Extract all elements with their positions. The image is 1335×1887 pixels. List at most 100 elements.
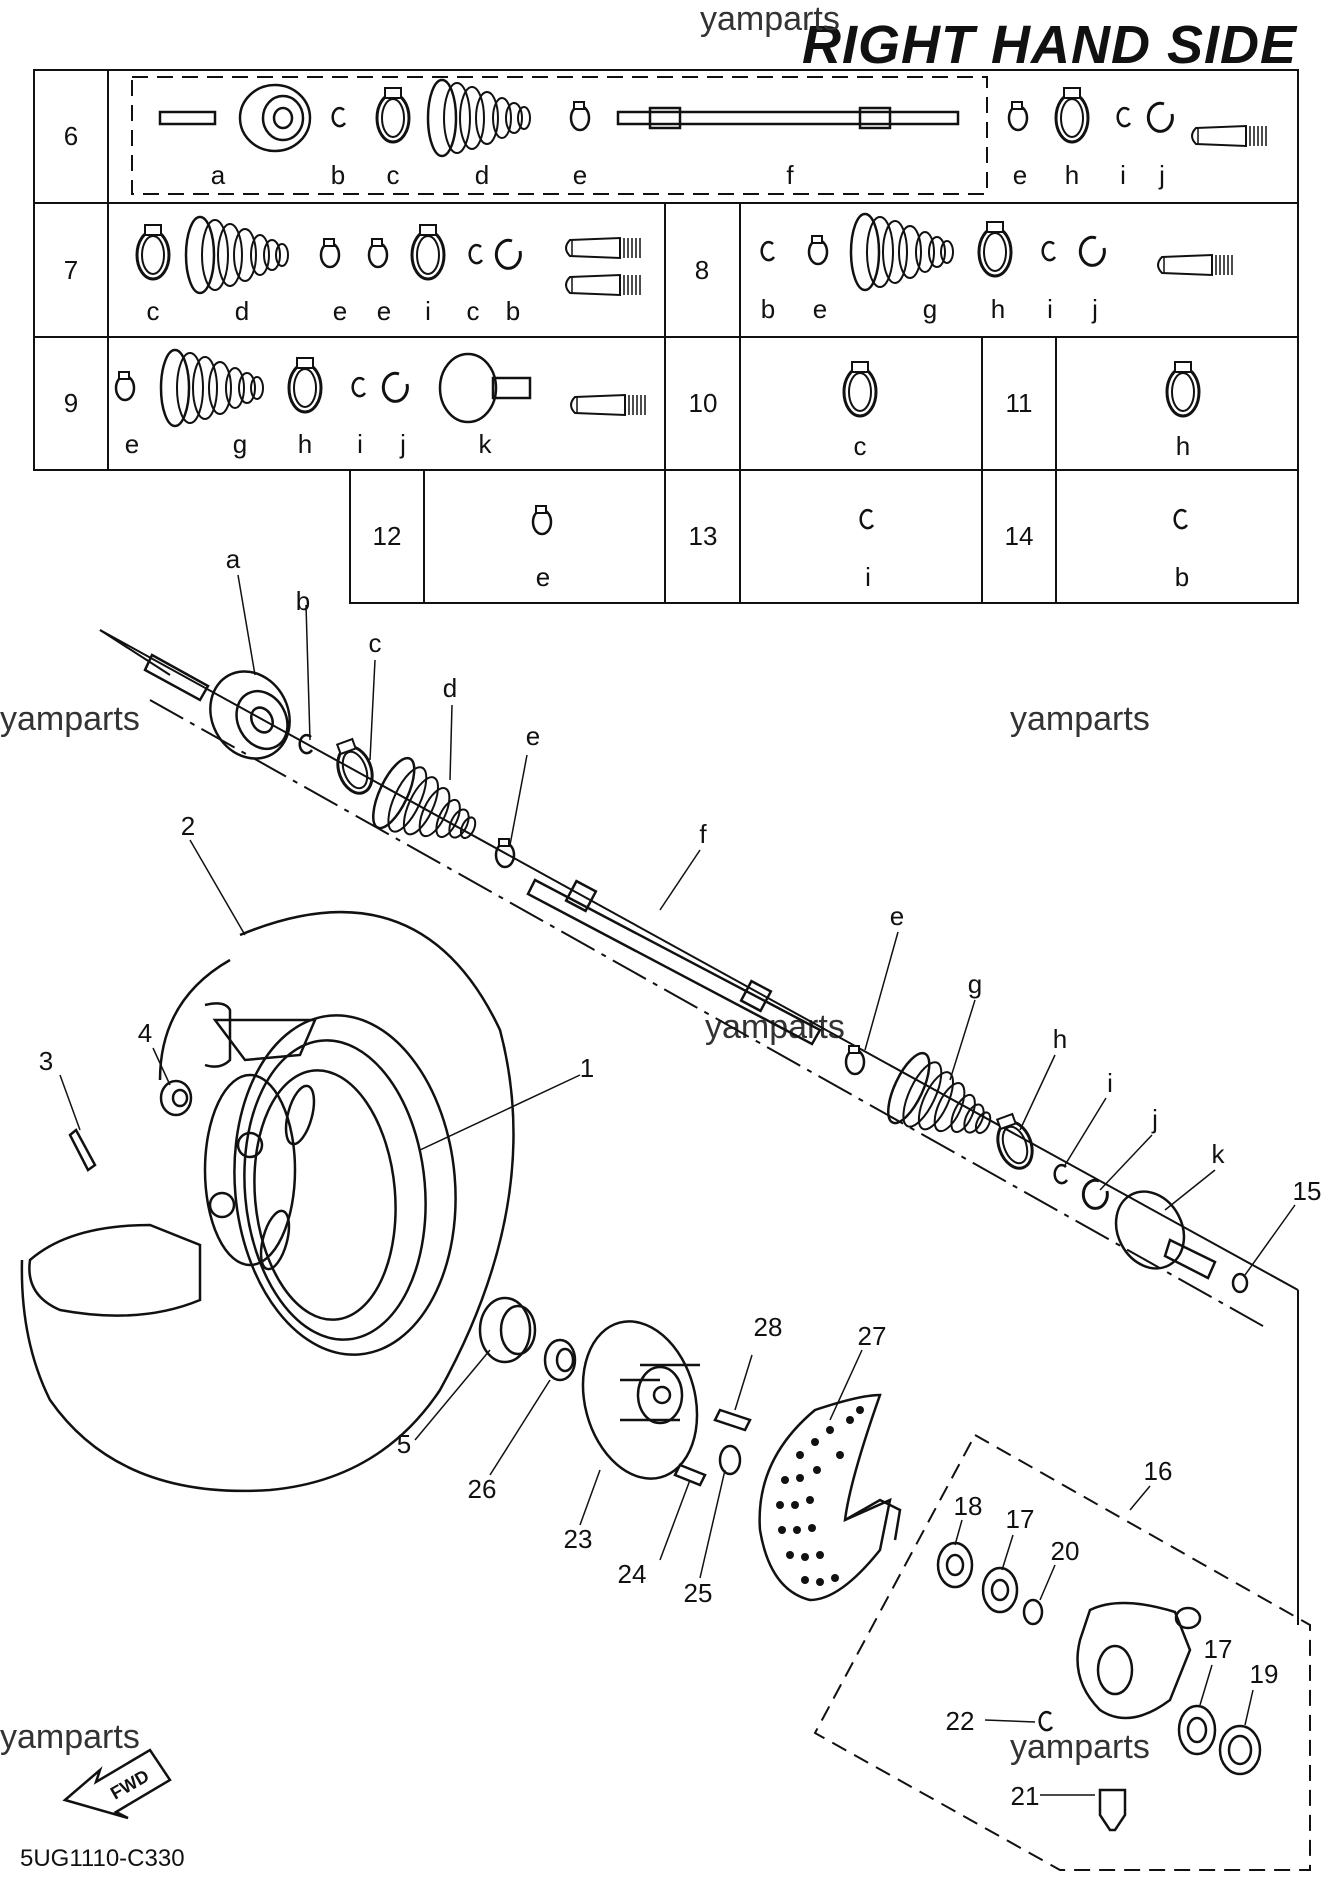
watermark: yamparts [0,1718,140,1756]
callout-number: 26 [468,1474,497,1504]
callout-number: 16 [1144,1456,1173,1486]
kit-8-letters: b e g h i j [761,294,1098,324]
kit-letter: i [1120,160,1126,190]
callout-number: 24 [618,1559,647,1589]
watermark: yamparts [700,0,840,38]
kit-8-parts [760,212,1233,292]
knuckle-assembly [813,1433,1311,1871]
callout-letter: f [699,819,707,849]
kit-letter: c [854,431,867,461]
kit-number: 9 [64,388,78,418]
kit-9-letters: e g h i j k [125,429,493,459]
callout-letter: h [1053,1024,1067,1054]
callout-number: 25 [684,1578,713,1608]
drive-shaft [526,878,1249,1294]
kit-letter: d [475,160,489,190]
callout-letter: b [296,586,310,616]
kit-letter: e [125,429,139,459]
kit-letter: e [813,294,827,324]
kit-letter: e [377,296,391,326]
kit-6-letters: a b c d e f e h i j [211,160,1165,190]
kit-letter: b [761,294,775,324]
callout-number: 3 [39,1046,53,1076]
kit-letter: e [1013,160,1027,190]
callout-letter: k [1212,1139,1226,1169]
kit-number: 10 [689,388,718,418]
watermark: yamparts [1010,1728,1150,1766]
watermark: yamparts [0,700,140,738]
callout-number: 27 [858,1321,887,1351]
page-title: RIGHT HAND SIDE [801,15,1297,75]
kit-letter: a [211,160,226,190]
kit-letter: h [1176,431,1190,461]
callout-letter: e [526,721,540,751]
watermark: yamparts [1010,700,1150,738]
kit-letter: j [1091,294,1098,324]
kit-6-parts [158,78,1268,158]
kit-letter: g [923,294,937,324]
callout-letter: i [1107,1068,1113,1098]
kit-number: 6 [64,121,78,151]
kit-number: 11 [1006,388,1033,418]
callout-number: 2 [181,811,195,841]
callout-number: 21 [1011,1781,1040,1811]
outer-cv-joint [143,653,516,869]
kit-number: 8 [695,255,709,285]
kit-letter: e [333,296,347,326]
callout-letter: d [443,673,457,703]
brake-disc [758,1393,902,1602]
callout-number: 17 [1204,1634,1233,1664]
callout-number: 23 [564,1524,593,1554]
kit-letter: g [233,429,247,459]
callout-number: 20 [1051,1536,1080,1566]
kit-letter: h [298,429,312,459]
callout-letter: e [890,901,904,931]
callout-number: 17 [1006,1504,1035,1534]
kit-letter: i [425,296,431,326]
figure-code: 5UG1110-C330 [20,1845,185,1872]
callout-letter: a [226,544,241,574]
wheel-assembly [20,910,515,1493]
kit-letter: c [467,296,480,326]
kit-letter: h [991,294,1005,324]
kit-letter: j [399,429,406,459]
kit-letter: b [331,160,345,190]
callout-letter: g [968,969,982,999]
kit-letter: h [1065,160,1079,190]
kit-letter: k [479,429,493,459]
kit-letter: j [1158,160,1165,190]
kit-letter: i [1047,294,1053,324]
kit-letter: c [387,160,400,190]
callout-number: 22 [946,1706,975,1736]
fwd-arrow-icon: FWD [62,1748,172,1820]
kit-number: 12 [373,521,402,551]
shaft-bracket [99,629,1299,1625]
kit-letter: e [573,160,587,190]
callout-number: 4 [138,1018,152,1048]
shaft-callout-letters: a b c d e f e g h i j k [226,544,1226,1169]
part-number-callouts: 1 2 3 4 5 15 16 17 17 18 19 20 21 22 23 … [39,811,1322,1811]
kit-letter: f [786,160,794,190]
callout-letter: c [369,628,382,658]
callout-number: 1 [580,1053,594,1083]
callout-letter: j [1151,1104,1158,1134]
kit-number: 14 [1005,521,1034,551]
kit-9-parts [114,348,647,428]
callout-number: 18 [954,1491,983,1521]
kit-letter: i [357,429,363,459]
kit-letter: b [1175,562,1189,592]
kit-table [33,69,1299,604]
kit-letter: d [235,296,249,326]
kit-7-letters: c d e e i c b [147,296,521,326]
kit-letter: e [536,562,550,592]
valve-and-nut [68,1079,193,1172]
kit-numbers: 6 7 8 9 10 11 12 13 14 [64,121,1034,551]
kit-7-parts [135,215,641,296]
kit-letter: b [506,296,520,326]
callout-number: 15 [1293,1176,1322,1206]
kit-number: 7 [64,255,78,285]
kit-single-letters: c h e i b [536,431,1190,592]
hub-parts [478,1296,752,1487]
